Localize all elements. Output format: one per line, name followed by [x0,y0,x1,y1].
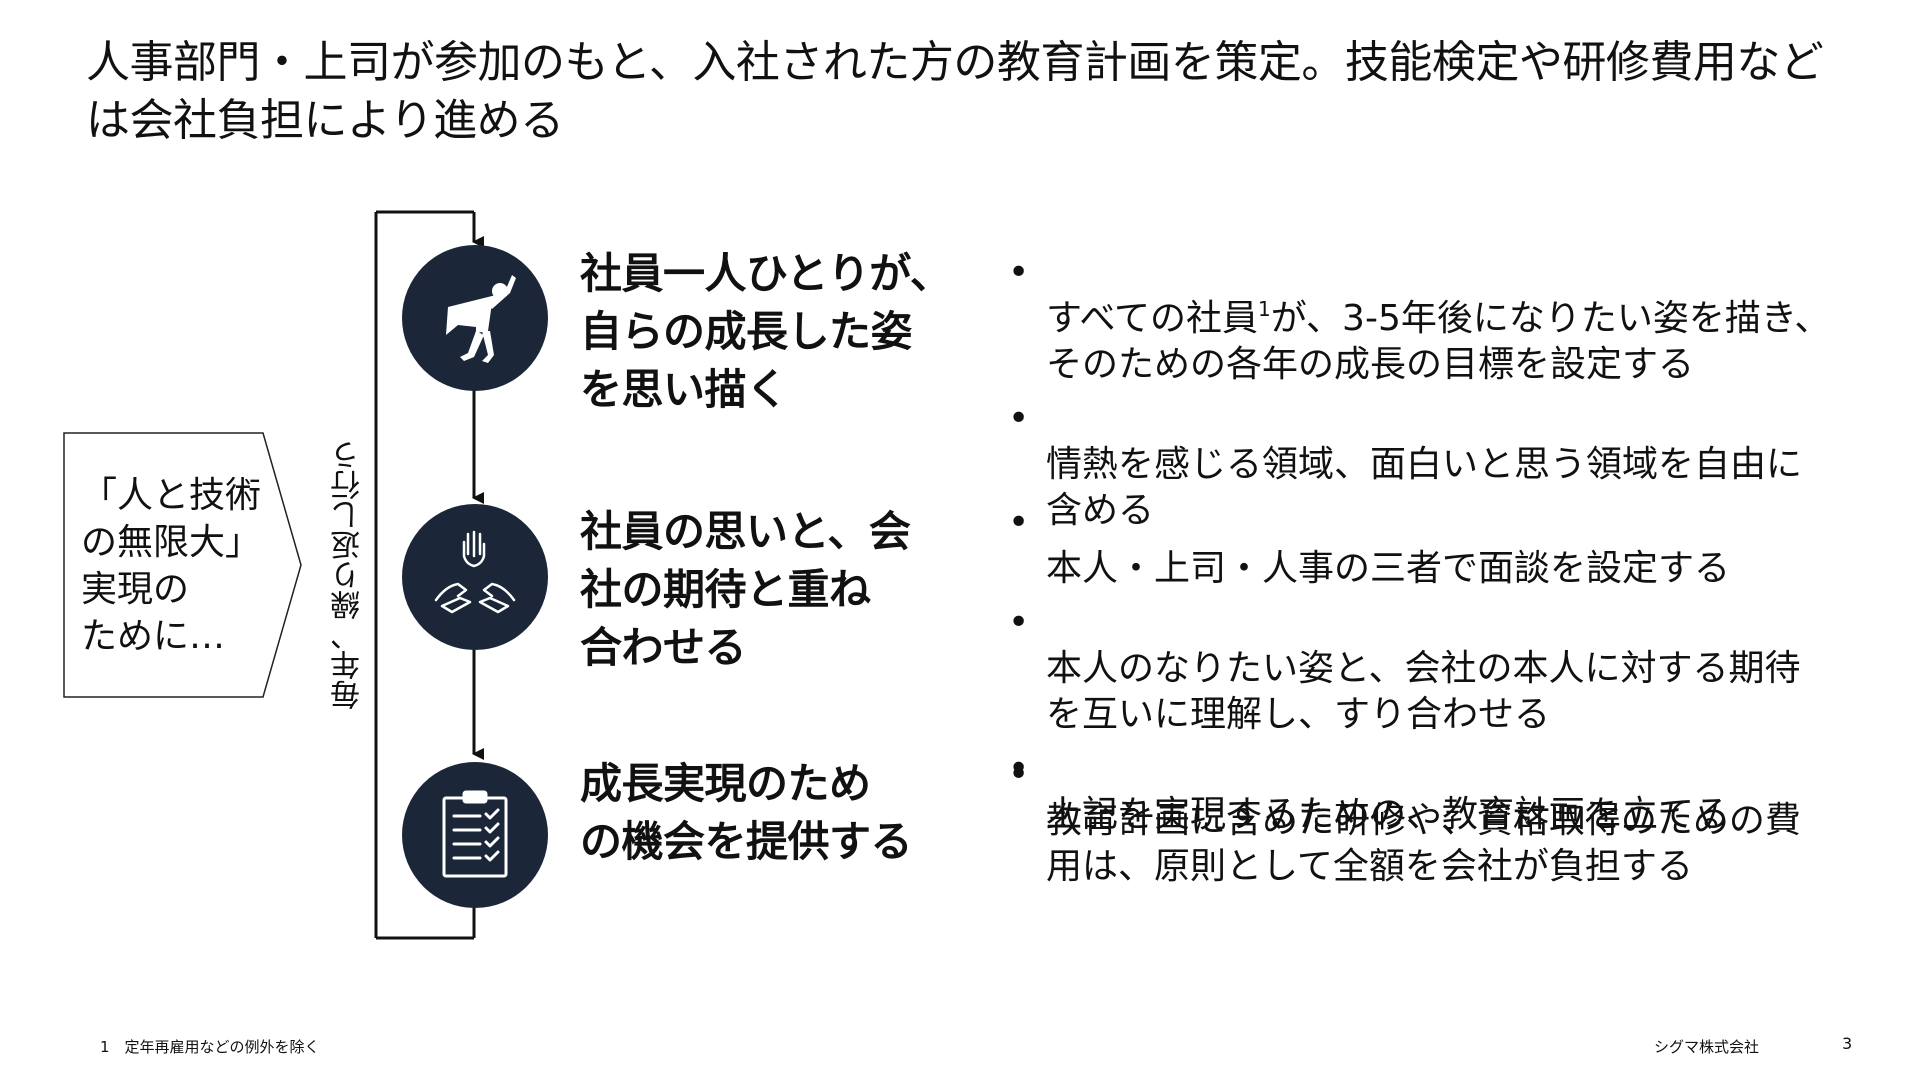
bullet-item: • 教育計画に含めた研修や、資格取得のための費 用は、原則として全額を会社が負担す… [1004,752,1894,890]
callout-shape [63,432,302,698]
bullet-item: • 本人・上司・人事の三者で面談を設定する [1004,500,1894,592]
bullet-dot: • [1008,602,1030,643]
bullet-text: 情熱を感じる領域、面白いと思う領域を自由に 含める [1046,444,1803,531]
bullet-text: 教育計画に含めた研修や、資格取得のための費 用は、原則として全額を会社が負担する [1046,800,1801,887]
superhero-icon [402,245,548,391]
bullet-dot: • [1008,502,1030,543]
footnote-marker: 1 [1258,297,1271,321]
bullet-text: 上記を実現するための、教育計画を立てる [1046,794,1731,835]
bullet-item: • 本人のなりたい姿と、会社の本人に対する期待 を互いに理解し、すり合わせる [1004,600,1894,738]
step-1-bullets: • すべての社員1が、3-5年後になりたい姿を描き、 そのための各年の成長の目標を… [1004,250,1894,542]
callout-box: 「人と技術 の無限大」 実現の ために… [63,432,303,698]
bullet-dot: • [1008,754,1030,795]
callout-text: 「人と技術 の無限大」 実現の ために… [81,475,262,657]
bullet-text: が、3-5年後になりたい姿を描き、 そのための各年の成長の目標を設定する [1046,298,1831,385]
bullet-text: すべての社員 [1046,298,1259,339]
hands-icon [402,504,548,650]
checklist-icon [402,762,548,908]
bullet-dot: • [1008,398,1030,439]
page-title: 人事部門・上司が参加のもと、入社された方の教育計画を策定。技能検定や研修費用など… [86,37,1824,146]
bullet-item: • 情熱を感じる領域、面白いと思う領域を自由に 含める [1004,396,1894,534]
process-loop-connector [374,210,484,940]
page-number: 3 [1842,1034,1853,1053]
bullet-item: • 上記を実現するための、教育計画を立てる [1004,746,1894,838]
step-2-heading: 社員の思いと、会 社の期待と重ね 合わせる [580,507,911,672]
step-1-heading: 社員一人ひとりが、 自らの成長した姿 を思い描く [580,249,952,414]
step-3-bullets: • 教育計画に含めた研修や、資格取得のための費 用は、原則として全額を会社が負担す… [1004,752,1894,898]
step-3-heading: 成長実現のため の機会を提供する [580,759,913,866]
bullet-dot: • [1008,252,1030,293]
bullet-text: 本人のなりたい姿と、会社の本人に対する期待 を互いに理解し、すり合わせる [1046,648,1801,735]
footnote: 1 定年再雇用などの例外を除く [100,1038,320,1056]
bullet-text: 本人・上司・人事の三者で面談を設定する [1046,548,1731,589]
bullet-dot: • [1008,748,1030,789]
step-2-bullets: • 本人・上司・人事の三者で面談を設定する • 本人のなりたい姿と、会社の本人に対す… [1004,500,1894,846]
bullet-item: • すべての社員1が、3-5年後になりたい姿を描き、 そのための各年の成長の目標を… [1004,250,1894,388]
company-name: シグマ株式会社 [1654,1038,1760,1056]
